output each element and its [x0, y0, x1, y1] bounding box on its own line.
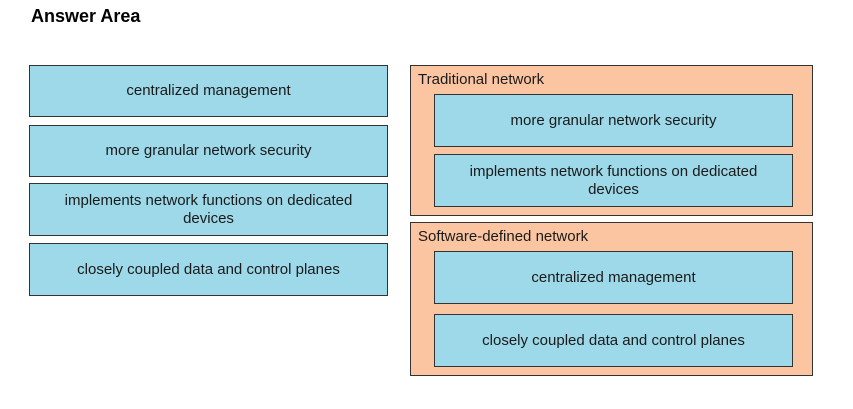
placed-item-label: closely coupled data and control planes [482, 331, 745, 349]
source-item-centralized-management[interactable]: centralized management [29, 65, 388, 117]
placed-item-label: centralized management [531, 268, 696, 286]
placed-item-label: more granular network security [510, 111, 717, 129]
placed-item-centralized-management[interactable]: centralized management [434, 251, 793, 304]
drop-zone-software-defined-network[interactable]: Software-defined network centralized man… [410, 222, 813, 376]
placed-item-coupled-planes[interactable]: closely coupled data and control planes [434, 314, 793, 367]
zone-label-sdn: Software-defined network [418, 228, 589, 245]
placed-item-label: implements network functions on dedicate… [469, 162, 758, 198]
source-item-label: implements network functions on dedicate… [64, 191, 353, 227]
zone-label-traditional: Traditional network [418, 71, 545, 88]
answer-area-title: Answer Area [31, 6, 141, 26]
drop-zone-traditional-network[interactable]: Traditional network more granular networ… [410, 65, 813, 216]
placed-item-dedicated-devices[interactable]: implements network functions on dedicate… [434, 154, 793, 207]
placed-item-granular-security[interactable]: more granular network security [434, 94, 793, 147]
source-item-granular-security[interactable]: more granular network security [29, 125, 388, 177]
source-item-label: closely coupled data and control planes [77, 260, 340, 278]
source-item-label: more granular network security [105, 142, 312, 159]
source-item-coupled-planes[interactable]: closely coupled data and control planes [29, 243, 388, 296]
source-item-dedicated-devices[interactable]: implements network functions on dedicate… [29, 183, 388, 236]
source-item-label: centralized management [126, 82, 291, 99]
